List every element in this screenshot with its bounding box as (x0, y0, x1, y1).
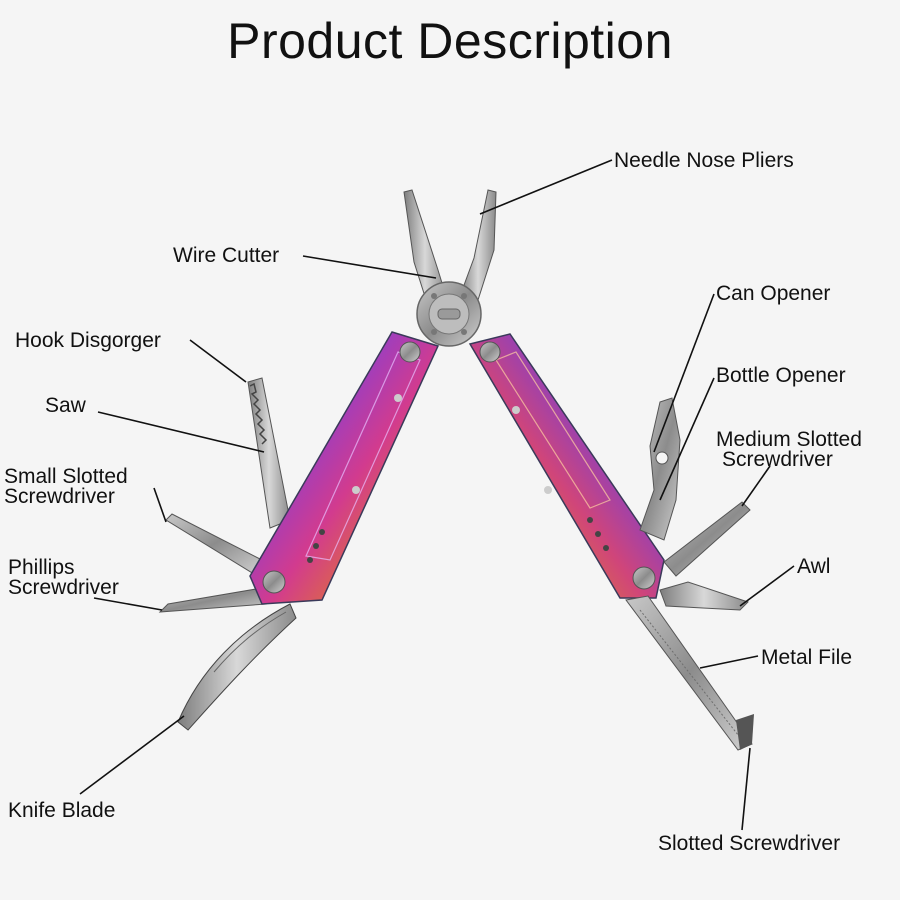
right-tools (625, 397, 754, 751)
label-hook-disgorger: Hook Disgorger (15, 329, 161, 352)
left-handle (249, 331, 440, 605)
left-tools (158, 377, 297, 731)
label-needle-nose-pliers: Needle Nose Pliers (614, 149, 794, 172)
label-can-opener: Can Opener (716, 282, 831, 305)
label-wire-cutter: Wire Cutter (173, 244, 280, 267)
label-small-slotted-screwdriver-line1: Small Slotted (4, 465, 128, 488)
label-slotted-screwdriver: Slotted Screwdriver (658, 832, 841, 855)
page-title: Product Description (227, 13, 673, 69)
label-saw: Saw (45, 394, 86, 417)
label-awl: Awl (797, 555, 831, 578)
label-metal-file: Metal File (761, 646, 853, 669)
pliers-jaws (403, 189, 497, 347)
label-knife-blade: Knife Blade (8, 799, 116, 822)
label-phillips-screwdriver-line2: Screwdriver (8, 576, 119, 599)
label-medium-slotted-screwdriver-line1: Medium Slotted (716, 428, 862, 451)
leader-lines (79, 159, 795, 831)
label-medium-slotted-screwdriver-line2: Screwdriver (722, 448, 833, 471)
label-bottle-opener: Bottle Opener (716, 364, 846, 387)
label-phillips-screwdriver-line1: Phillips (8, 556, 75, 579)
label-small-slotted-screwdriver-line2: Screwdriver (4, 485, 115, 508)
right-handle (468, 333, 665, 599)
